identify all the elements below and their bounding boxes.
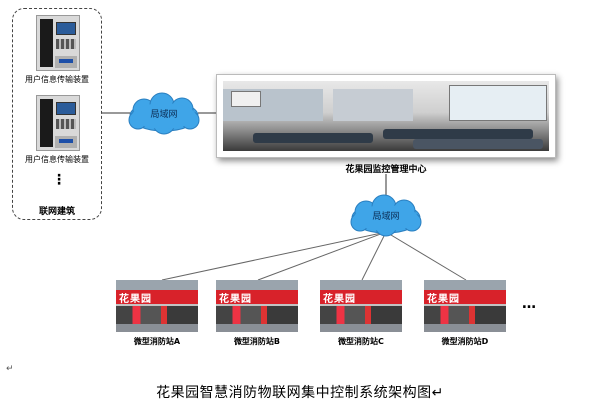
station-a-label: 微型消防站A: [133, 337, 181, 346]
station-c-sign: 花果园: [323, 294, 356, 305]
line-lan-station-c: [361, 231, 387, 281]
line-lan-station-a: [161, 231, 387, 281]
station-d-sign: 花果园: [427, 294, 460, 305]
station-a-sign: 花果园: [119, 294, 152, 305]
fire-station-d-photo: 花果园: [424, 280, 506, 332]
paragraph-mark: ↵: [6, 364, 14, 374]
lan-cloud-top: [128, 92, 200, 135]
fire-station-a-photo: 花果园: [116, 280, 198, 332]
user-info-device-1: [36, 15, 80, 71]
lan-mid-label: 局域网: [372, 212, 400, 222]
device-label-1: 用户信息传输装置: [25, 75, 89, 84]
monitoring-center-photo: [216, 74, 556, 158]
device-label-2: 用户信息传输装置: [25, 155, 89, 164]
station-d-label: 微型消防站D: [441, 337, 489, 346]
control-room-image: [223, 81, 549, 151]
stations-ellipsis: …: [522, 296, 536, 312]
station-c-label: 微型消防站C: [338, 337, 384, 346]
fire-station-b-photo: 花果园: [216, 280, 298, 332]
station-b-label: 微型消防站B: [233, 337, 281, 346]
monitoring-center-label: 花果园监控管理中心: [345, 165, 427, 175]
device-ellipsis: ⋮: [52, 172, 66, 188]
user-info-device-2: [36, 95, 80, 151]
diagram-caption: 花果园智慧消防物联网集中控制系统架构图↵: [156, 385, 444, 401]
line-lan-station-d: [385, 231, 467, 281]
building-group-label: 联网建筑: [38, 207, 75, 217]
lan-top-label: 局域网: [150, 110, 178, 120]
networked-building-group: [12, 8, 102, 220]
station-b-sign: 花果园: [219, 294, 252, 305]
lan-cloud-mid: [350, 194, 422, 237]
fire-station-c-photo: 花果园: [320, 280, 402, 332]
line-lan-station-b: [257, 231, 387, 281]
